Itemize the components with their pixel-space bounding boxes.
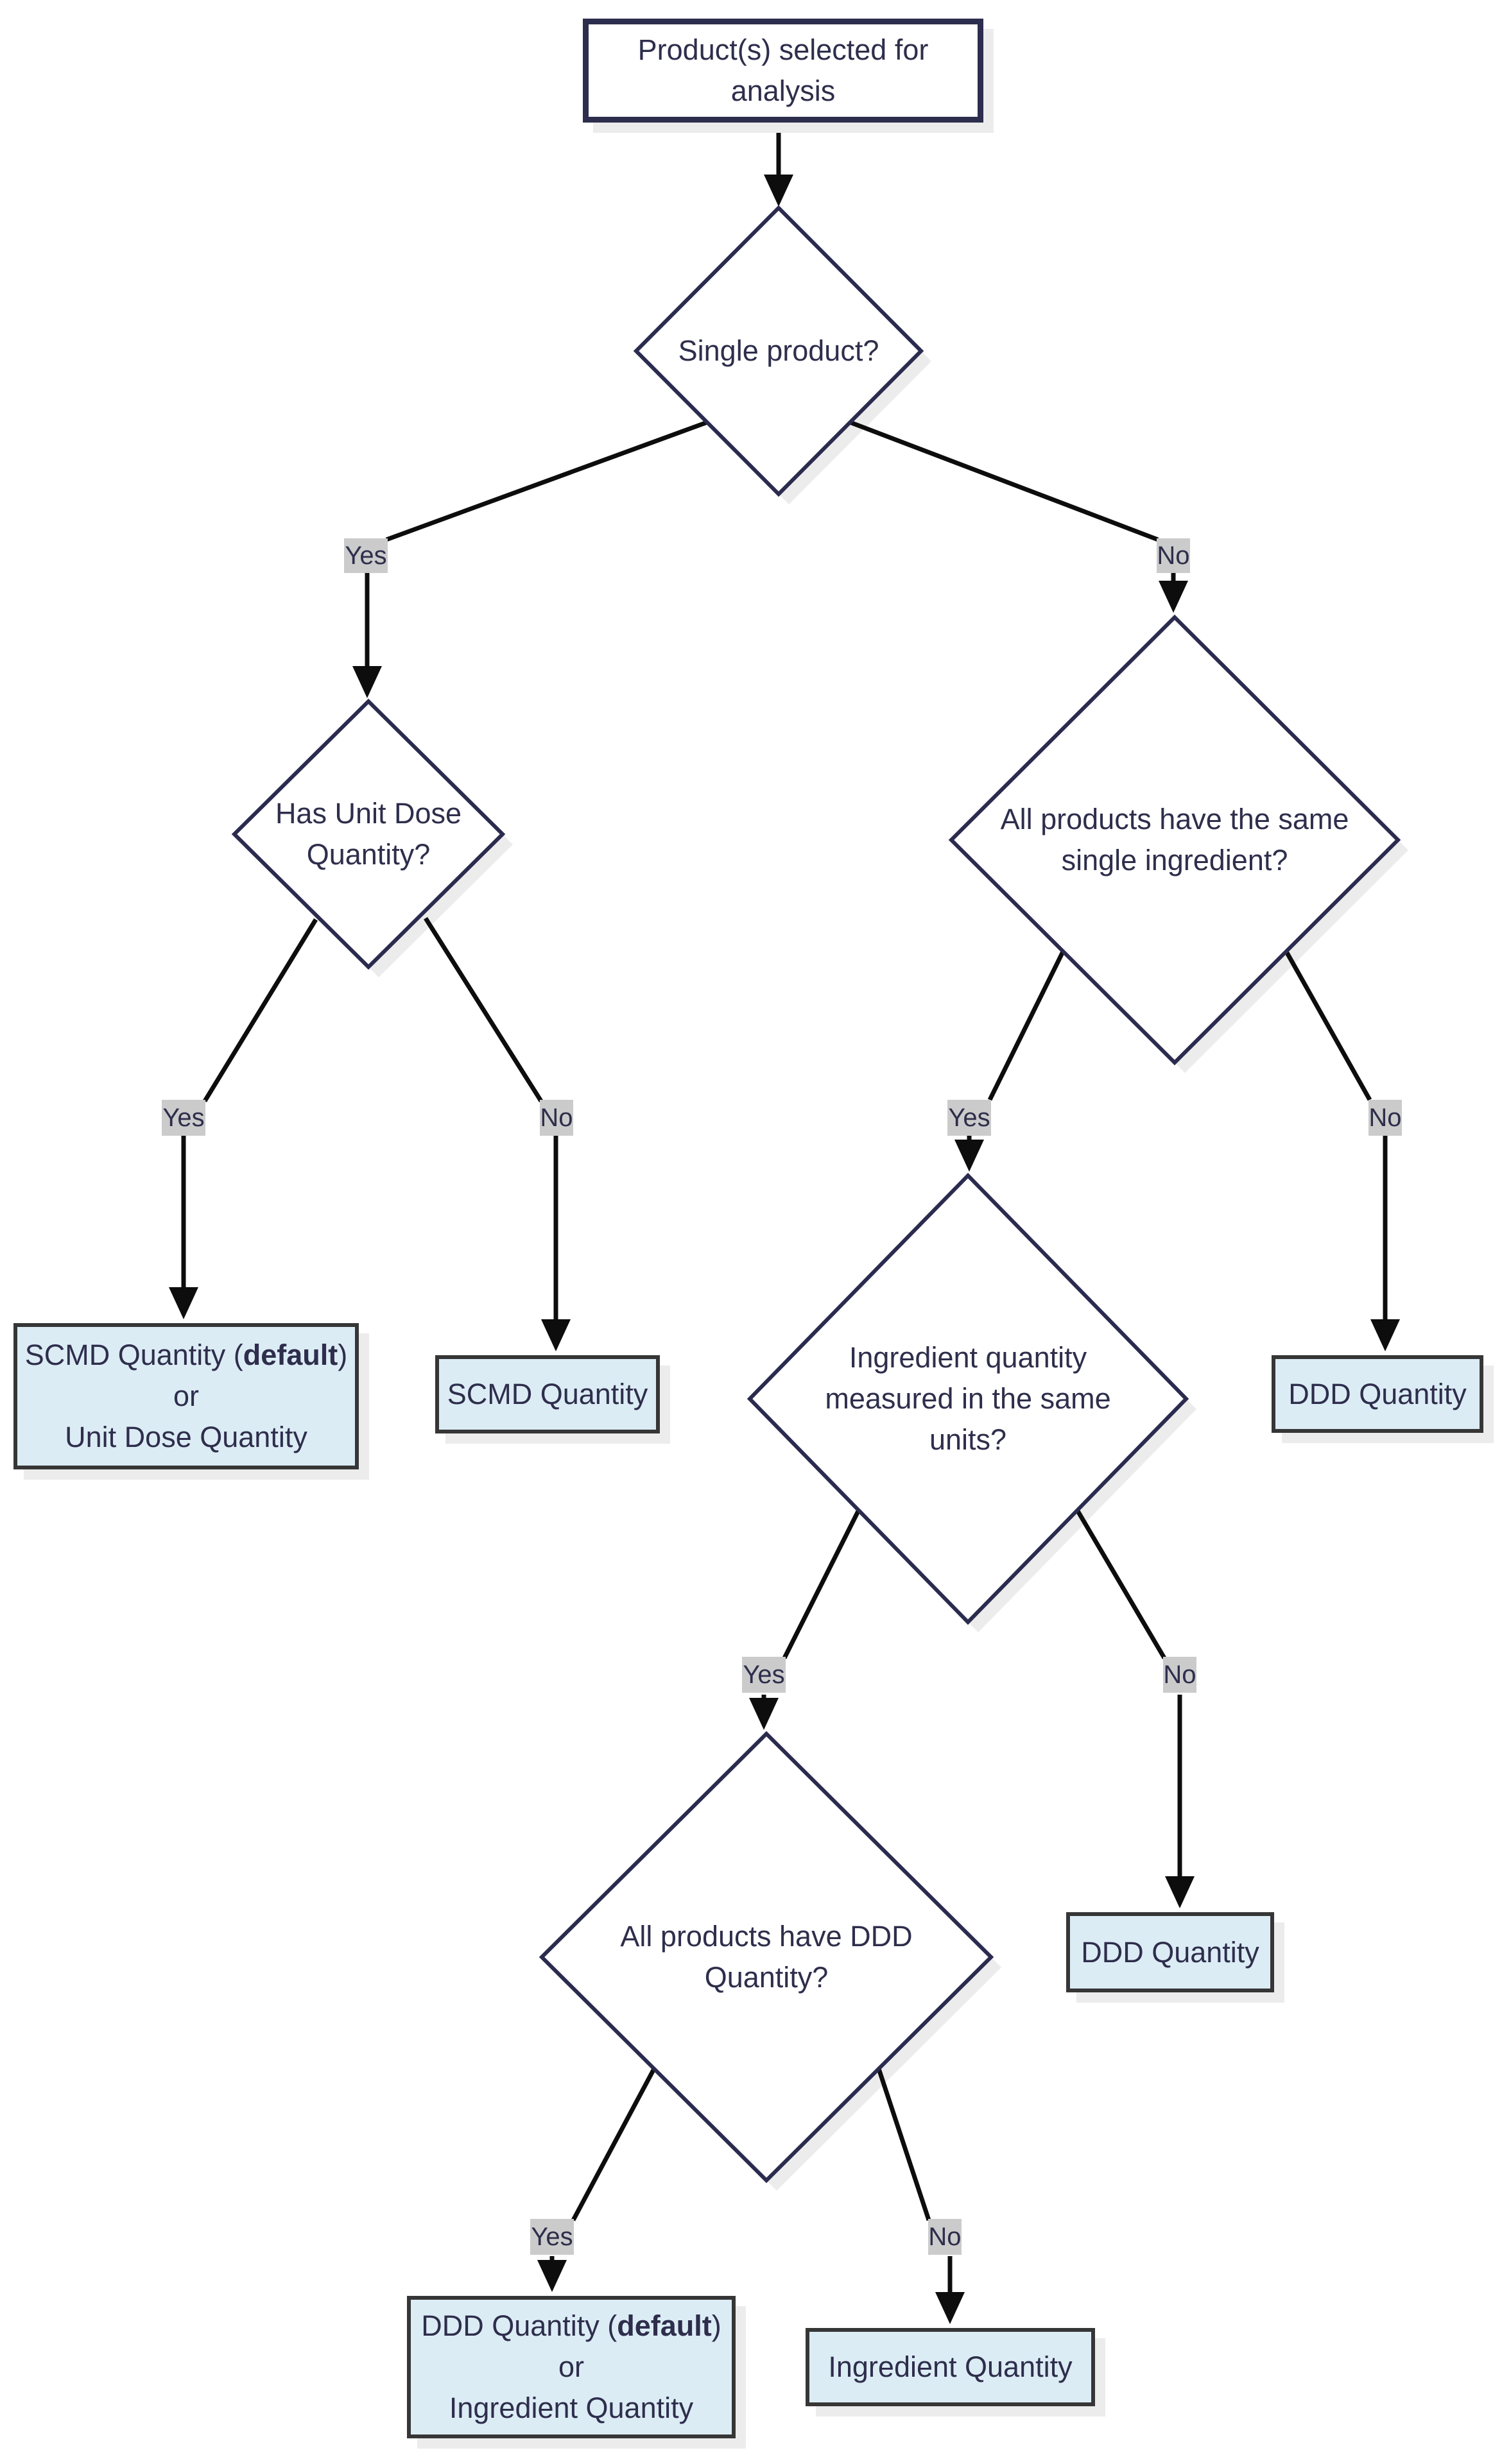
- decision-has-unit-dose-shape: [231, 698, 506, 970]
- edge-has-unit-dose-yes: [203, 918, 318, 1102]
- arrowhead-single-product: [764, 175, 793, 207]
- arrowhead-scmd: [541, 1319, 571, 1351]
- edge-same-units-yes: [782, 1509, 861, 1659]
- outcome-ingredient-quantity-line1: Ingredient Quantity: [828, 2350, 1073, 2383]
- outcome-scmd-quantity-line1: SCMD Quantity: [447, 1378, 648, 1410]
- decision-all-have-ddd-shape: [539, 1731, 994, 2184]
- arrowhead-ingredient: [935, 2292, 965, 2324]
- outcome-scmd-default-line1-suffix: ): [338, 1339, 348, 1371]
- arrowhead-ddd-default: [537, 2260, 567, 2292]
- outcome-ddd-default-line1-bold: default: [617, 2309, 712, 2342]
- decision-same-units-shape: [747, 1172, 1189, 1625]
- node-start-line1: Product(s) selected for: [637, 33, 929, 66]
- outcome-ddd-default-or-ingredient: DDD Quantity (default) or Ingredient Qua…: [407, 2296, 736, 2438]
- arrowhead-all-have-ddd: [749, 1698, 779, 1730]
- outcome-ingredient-quantity: Ingredient Quantity: [806, 2328, 1095, 2406]
- edge-label-no-has-unit-dose: No: [540, 1100, 573, 1136]
- outcome-scmd-default-line1-bold: default: [243, 1339, 338, 1371]
- edge-label-yes-all-have-ddd: Yes: [530, 2219, 574, 2255]
- outcome-scmd-default-line1-prefix: SCMD Quantity (: [24, 1339, 243, 1371]
- outcome-ddd-default-line1-prefix: DDD Quantity (: [421, 2309, 617, 2342]
- edge-single-product-no: [849, 420, 1159, 542]
- edge-label-no-same-single-ingredient: No: [1368, 1100, 1402, 1136]
- outcome-scmd-default-line3: Unit Dose Quantity: [65, 1421, 307, 1453]
- edge-all-have-ddd-yes: [571, 2067, 657, 2221]
- outcome-ddd-default-line1: DDD Quantity (default): [421, 2306, 721, 2347]
- outcome-ddd-quantity-right: DDD Quantity: [1272, 1355, 1483, 1433]
- outcome-scmd-default-line1: SCMD Quantity (default): [25, 1335, 348, 1376]
- outcome-ddd-quantity-mid-line1: DDD Quantity: [1081, 1935, 1259, 1969]
- edge-label-yes-single-product: Yes: [344, 538, 388, 573]
- decision-single-product-shape: [633, 205, 924, 497]
- edge-single-product-yes: [385, 420, 709, 542]
- arrowhead-same-single-ingredient: [1159, 581, 1188, 613]
- outcome-ddd-default-line1-suffix: ): [711, 2309, 721, 2342]
- arrowhead-scmd-default: [169, 1287, 198, 1319]
- edge-label-yes-same-units: Yes: [742, 1657, 786, 1693]
- outcome-ddd-default-line2: or: [558, 2350, 584, 2383]
- edge-label-yes-has-unit-dose: Yes: [162, 1100, 205, 1136]
- arrowhead-ddd-mid: [1165, 1876, 1195, 1908]
- edge-has-unit-dose-no: [424, 917, 543, 1102]
- edge-same-single-ingredient-yes: [987, 950, 1066, 1101]
- arrowhead-ddd-right: [1370, 1319, 1400, 1351]
- edge-label-no-single-product: No: [1157, 538, 1190, 573]
- arrowhead-same-units: [954, 1140, 984, 1172]
- outcome-scmd-quantity: SCMD Quantity: [435, 1355, 660, 1433]
- edge-label-no-same-units: No: [1163, 1657, 1196, 1693]
- node-start: Product(s) selected for analysis: [583, 19, 983, 123]
- outcome-ddd-quantity-mid: DDD Quantity: [1066, 1912, 1274, 1992]
- arrowhead-has-unit-dose: [352, 666, 382, 698]
- outcome-ddd-quantity-right-line1: DDD Quantity: [1288, 1377, 1467, 1410]
- edge-same-units-no: [1075, 1509, 1167, 1659]
- outcome-scmd-default-or-unit-dose: SCMD Quantity (default) or Unit Dose Qua…: [13, 1323, 359, 1469]
- node-start-line2: analysis: [730, 74, 836, 107]
- outcome-scmd-default-line2: or: [173, 1380, 199, 1412]
- edge-all-have-ddd-no: [876, 2067, 931, 2221]
- edge-same-single-ingredient-no: [1284, 950, 1372, 1101]
- edge-label-yes-same-single-ingredient: Yes: [947, 1100, 991, 1136]
- edge-label-no-all-have-ddd: No: [928, 2219, 962, 2255]
- outcome-ddd-default-line3: Ingredient Quantity: [449, 2391, 694, 2424]
- decision-same-single-ingredient-shape: [948, 614, 1401, 1066]
